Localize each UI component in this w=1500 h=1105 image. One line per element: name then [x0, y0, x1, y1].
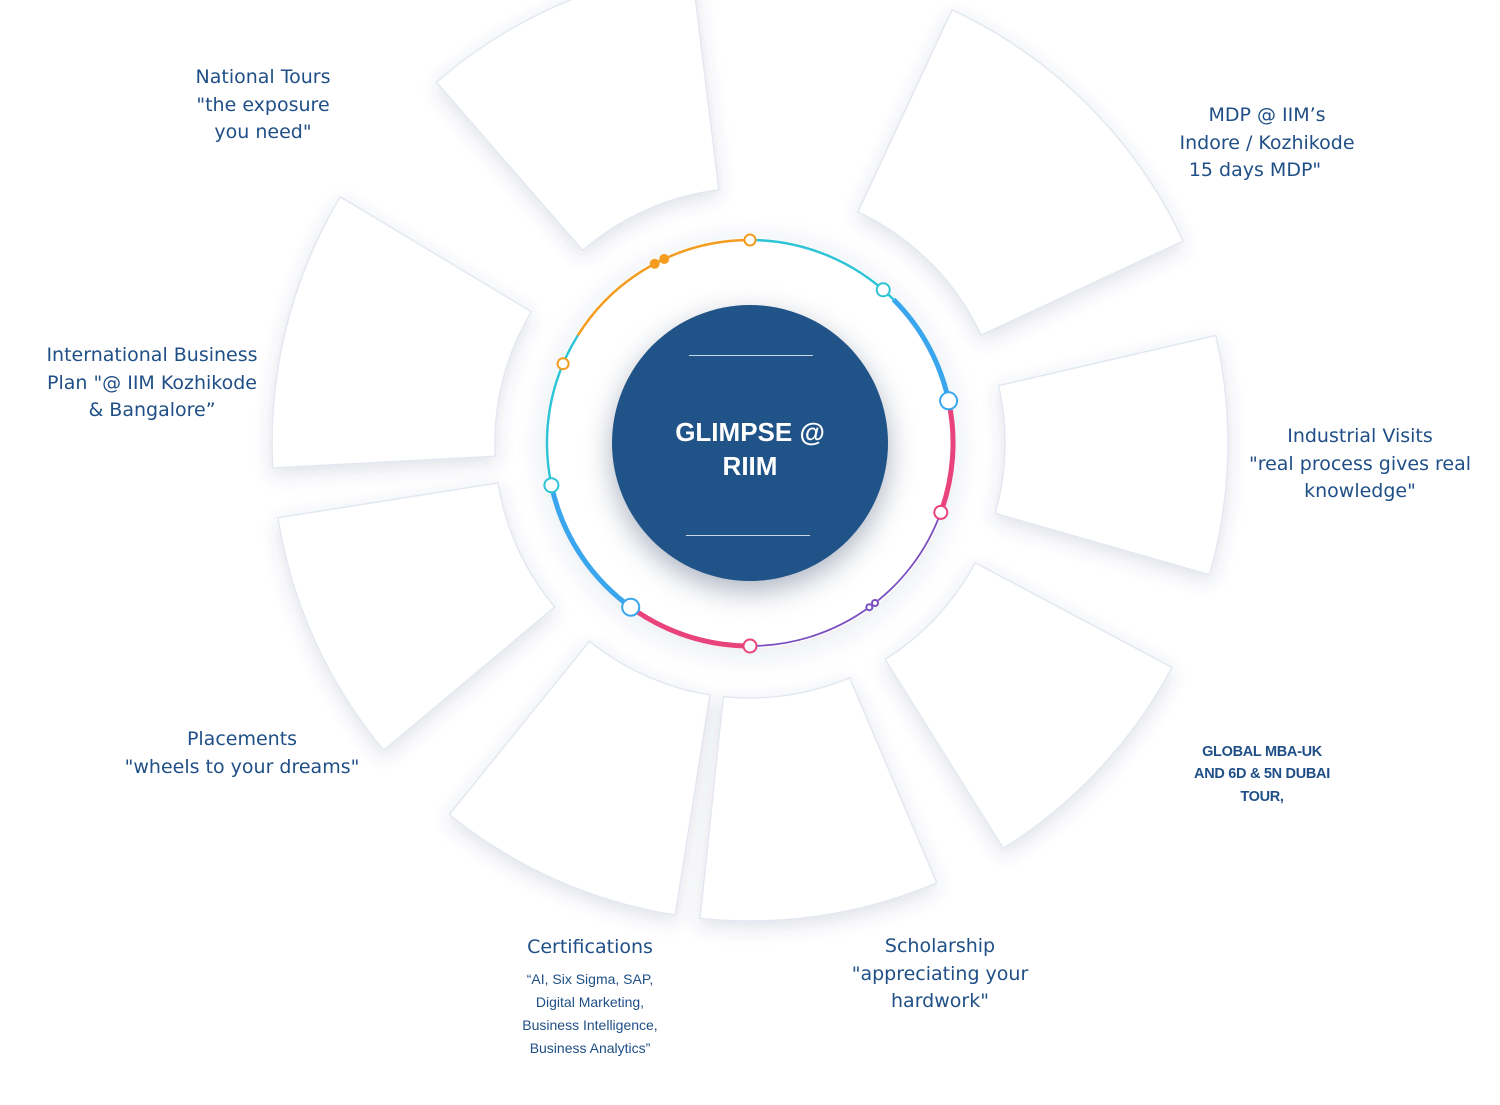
label-line: National Tours — [195, 66, 331, 88]
label-line: MDP @ IIM’s — [1208, 104, 1326, 126]
center-rule-bottom — [686, 535, 810, 536]
center-rule-top — [689, 355, 813, 356]
ring-dot — [649, 258, 660, 269]
label-line: Placements — [186, 728, 298, 750]
label-line: & Bangalore” — [88, 399, 216, 422]
label-scholarship: Scholarship "appreciating your hardwork" — [815, 933, 1065, 1016]
card-placements — [277, 482, 556, 752]
label-line: Plan "@ IIM Kozhikode — [46, 371, 257, 394]
ring-dot — [543, 477, 560, 494]
label-line: Scholarship — [884, 935, 996, 957]
label-line: "wheels to your dreams" — [124, 755, 360, 778]
label-national-tours: National Tours "the exposure you need" — [143, 64, 383, 147]
ring-dot — [659, 254, 670, 264]
label-line: TOUR, — [1240, 788, 1284, 805]
label-line: Indore / Kozhikode — [1179, 131, 1355, 154]
label-international-business: International Business Plan "@ IIM Kozhi… — [17, 342, 287, 425]
label-line: “AI, Six Sigma, SAP, — [526, 971, 654, 987]
label-certifications-title: Certifications — [480, 934, 700, 962]
label-mdp: MDP @ IIM’s Indore / Kozhikode 15 days M… — [1137, 102, 1397, 185]
label-line: Business Intelligence, — [522, 1017, 658, 1034]
label-line: GLOBAL MBA-UK — [1202, 744, 1322, 760]
label-global-mba: GLOBAL MBA-UK AND 6D & 5N DUBAI TOUR, — [1172, 741, 1352, 808]
label-line: "the exposure — [196, 93, 330, 116]
card-certifications — [448, 640, 711, 916]
ring-arc-blue-left — [548, 484, 636, 612]
label-line: "real process gives real — [1248, 452, 1472, 475]
label-line: Certifications — [527, 936, 653, 958]
label-line: Digital Marketing, — [535, 994, 645, 1011]
label-line: Business Analytics” — [529, 1040, 651, 1057]
ring-arc-pink-right — [938, 400, 956, 514]
ring-dot — [621, 597, 641, 617]
label-line: "appreciating your — [851, 962, 1029, 985]
card-scholarship — [699, 676, 938, 922]
ring-dot — [875, 282, 891, 298]
label-line: knowledge" — [1304, 480, 1416, 503]
card-global-mba — [884, 561, 1173, 850]
progress-ring — [543, 233, 959, 654]
ring-dot — [939, 391, 959, 411]
segment-cards — [271, 0, 1229, 922]
ring-arc-cyan-left — [545, 334, 579, 486]
card-national-tours — [435, 0, 720, 252]
label-placements: Placements "wheels to your dreams" — [102, 726, 382, 781]
label-line: International Business — [46, 344, 258, 366]
label-line: 15 days MDP" — [1188, 159, 1322, 182]
ring-dot — [865, 603, 874, 612]
center-title-line1: GLIMPSE @ — [675, 417, 825, 447]
ring-dot — [743, 233, 757, 247]
ring-arc-pink-bottom — [632, 607, 751, 649]
ring-dot — [871, 599, 879, 607]
card-industrial-visits — [994, 334, 1229, 576]
center-title: GLIMPSE @ RIIM — [612, 415, 888, 483]
center-disc: GLIMPSE @ RIIM — [612, 305, 888, 581]
ring-dot — [742, 638, 758, 654]
label-line: hardwork" — [891, 990, 989, 1013]
label-line: you need" — [214, 121, 312, 144]
center-title-line2: RIIM — [722, 451, 778, 481]
label-industrial-visits: Industrial Visits "real process gives re… — [1232, 423, 1488, 506]
ring-dot — [556, 357, 570, 371]
card-international-business — [271, 196, 533, 469]
label-line: AND 6D & 5N DUBAI — [1194, 766, 1330, 783]
ring-arc-blue-right — [891, 297, 952, 402]
label-line: Industrial Visits — [1287, 425, 1433, 447]
ring-dot — [933, 504, 949, 520]
label-certifications-detail: “AI, Six Sigma, SAP, Digital Marketing, … — [480, 968, 700, 1060]
card-mdp — [857, 9, 1184, 336]
